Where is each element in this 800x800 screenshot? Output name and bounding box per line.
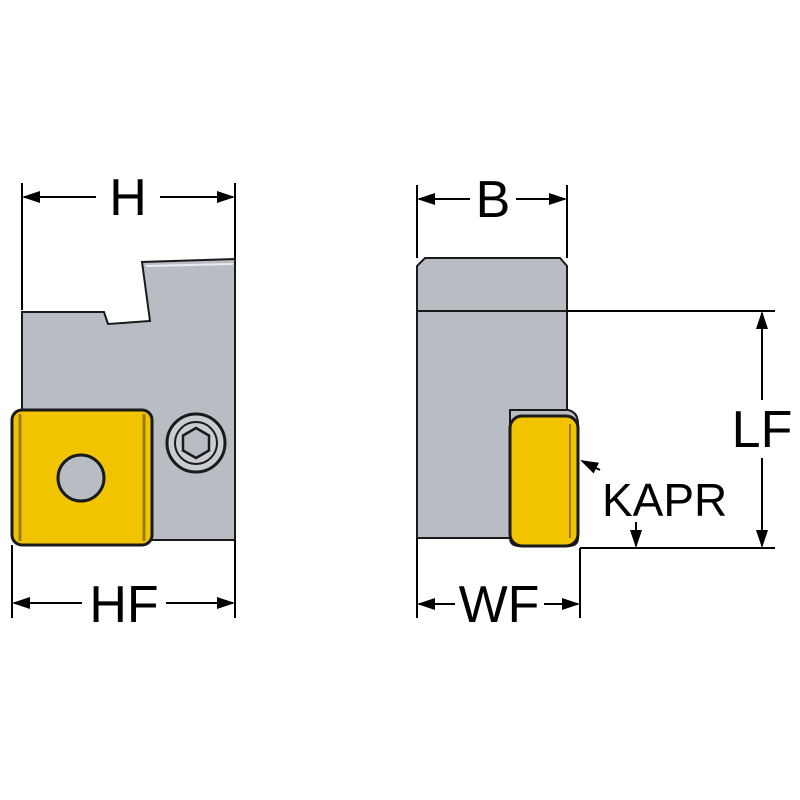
body-top-highlight [145, 263, 234, 267]
b-label: B [476, 171, 511, 229]
hf-label: HF [89, 576, 158, 634]
kapr-leader-top [580, 460, 601, 474]
side-view: H HF [10, 169, 236, 634]
front-view: B LF KAPR WF [416, 171, 793, 634]
kapr-label: KAPR [602, 474, 727, 526]
lf-label: LF [732, 401, 793, 459]
insert-front [508, 409, 580, 548]
wf-label: WF [459, 576, 540, 634]
screw-icon [165, 412, 227, 474]
h-label: H [109, 169, 147, 227]
insert-hole [56, 453, 106, 503]
insert-side [10, 408, 154, 547]
